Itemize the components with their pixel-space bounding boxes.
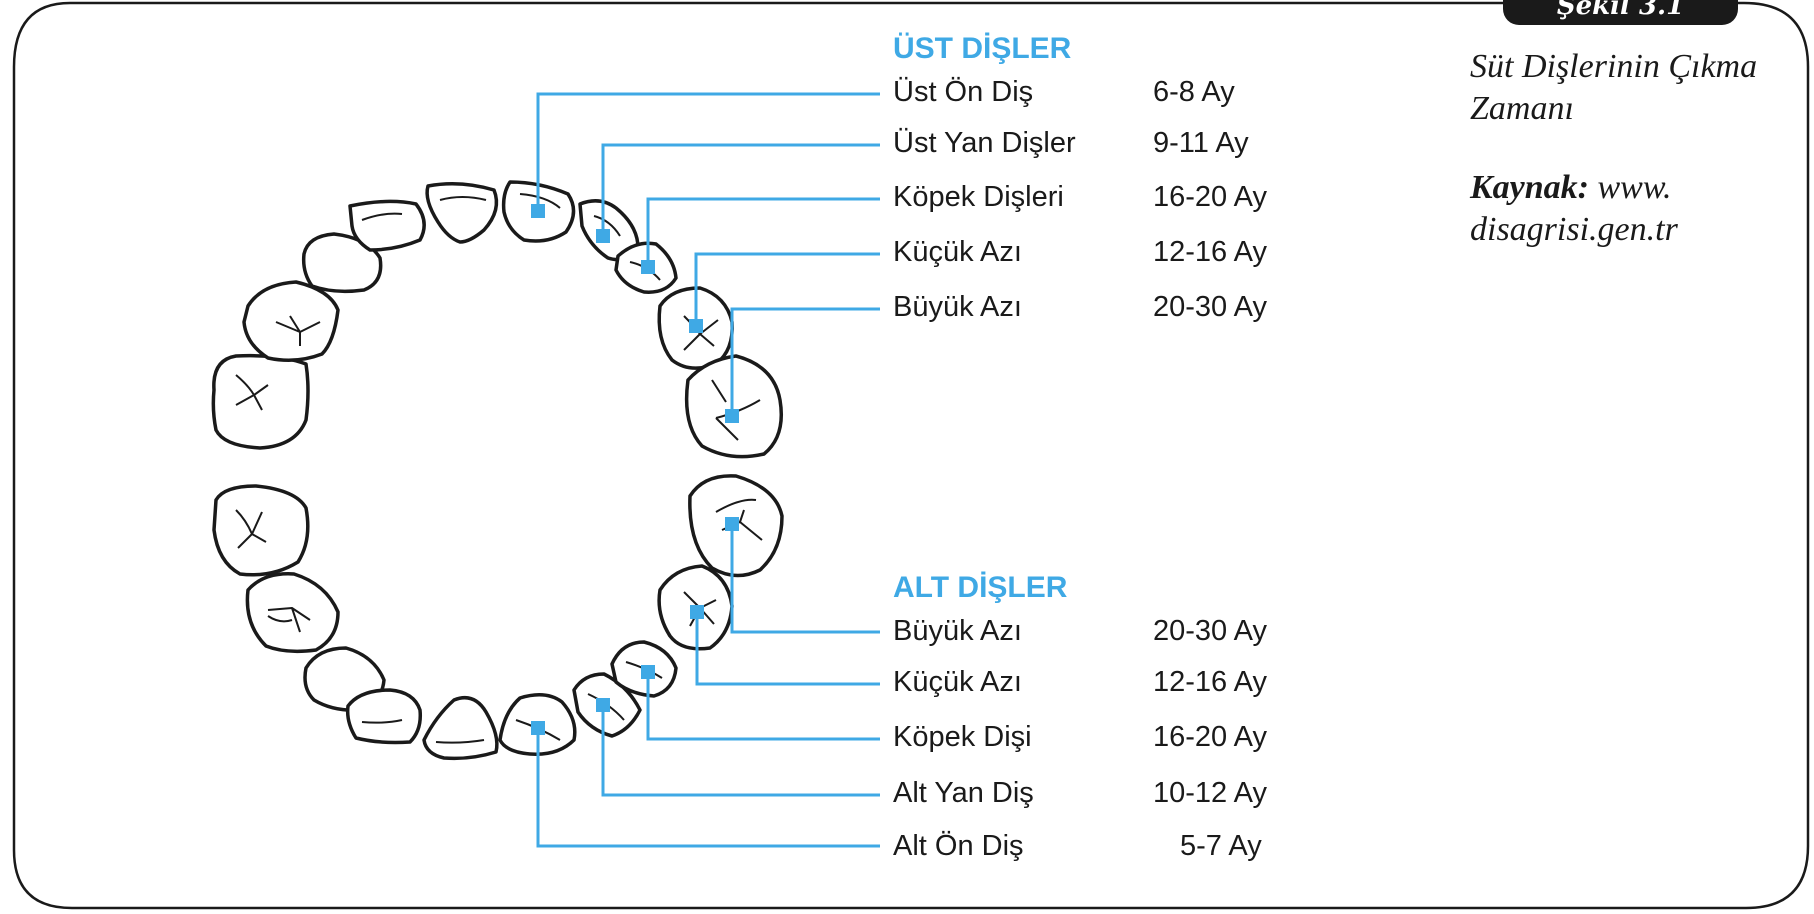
marker-upper-small-molar (689, 319, 703, 333)
leader-lower-front (536, 728, 880, 848)
lower-row-2-time: 16-20 Ay (1153, 721, 1267, 753)
leader-lower-small-molar (695, 612, 880, 686)
source-label: Kaynak: (1470, 169, 1589, 206)
upper-row-2-time: 16-20 Ay (1153, 181, 1267, 213)
lower-row-2-name: Köpek Dişi (893, 721, 1032, 753)
marker-lower-front (531, 721, 545, 735)
marker-lower-small-molar (690, 605, 704, 619)
upper-row-0-time: 6-8 Ay (1153, 76, 1235, 108)
upper-row-0-name: Üst Ön Diş (893, 76, 1034, 108)
tooth-upper-right-premolar (301, 232, 383, 294)
leader-markers (531, 204, 739, 735)
lower-row-4-name: Alt Ön Diş (893, 830, 1024, 862)
upper-row-3-time: 12-16 Ay (1153, 236, 1267, 268)
tooth-lower-right-canine (345, 688, 423, 745)
marker-lower-lateral (596, 698, 610, 712)
lower-heading: ALT DİŞLER (893, 571, 1068, 604)
upper-heading: ÜST DİŞLER (893, 32, 1072, 65)
lower-row-3-name: Alt Yan Diş (893, 777, 1034, 809)
tooth-lower-right-lateral (422, 696, 499, 761)
figure-caption: Süt Dişlerinin Çıkma Zamanı (1470, 48, 1758, 127)
marker-lower-big-molar (725, 517, 739, 531)
lower-row-4-time: 5-7 Ay (1180, 830, 1262, 862)
leader-upper-front (536, 92, 880, 210)
tooth-upper-left-molar (684, 354, 783, 459)
marker-upper-front (531, 204, 545, 218)
lower-row-0-time: 20-30 Ay (1153, 615, 1267, 647)
upper-row-2-name: Köpek Dişleri (893, 181, 1064, 213)
upper-row-4-name: Büyük Azı (893, 291, 1022, 323)
marker-lower-canine (641, 665, 655, 679)
tooth-upper-right-lateral (425, 182, 499, 244)
lower-row-3-time: 10-12 Ay (1153, 777, 1267, 809)
marker-upper-lateral (596, 229, 610, 243)
upper-row-4-time: 20-30 Ay (1153, 291, 1267, 323)
tooth-upper-right-molar-1 (242, 280, 340, 362)
leader-lower-lateral (601, 705, 880, 797)
frame-border (12, 1, 1810, 910)
tooth-lower-right-molar-2 (212, 484, 310, 577)
lower-arch (212, 474, 784, 761)
lower-row-0-name: Büyük Azı (893, 615, 1022, 647)
leader-lower-big-molar (730, 524, 880, 634)
upper-row-1-time: 9-11 Ay (1153, 127, 1249, 159)
upper-row-1-name: Üst Yan Dişler (893, 127, 1076, 159)
leader-lines (536, 92, 880, 848)
lower-row-1-name: Küçük Azı (893, 666, 1022, 698)
marker-upper-big-molar (725, 409, 739, 423)
leader-upper-lateral (601, 143, 880, 236)
figure-source: Kaynak: www. disagrisi.gen.tr (1470, 167, 1790, 251)
leader-upper-big-molar (730, 307, 880, 416)
leader-upper-canine (646, 197, 880, 266)
lower-row-1-time: 12-16 Ay (1153, 666, 1267, 698)
marker-upper-canine (641, 260, 655, 274)
tooth-upper-right-canine (348, 199, 426, 252)
tooth-upper-right-molar-2 (211, 353, 310, 450)
leader-upper-small-molar (694, 252, 880, 326)
leader-lower-canine (646, 672, 880, 741)
upper-row-3-name: Küçük Azı (893, 236, 1022, 268)
figure-tag: Şekil 3.1 (1503, 0, 1738, 25)
source-value: www. disagrisi.gen.tr (1470, 169, 1678, 248)
